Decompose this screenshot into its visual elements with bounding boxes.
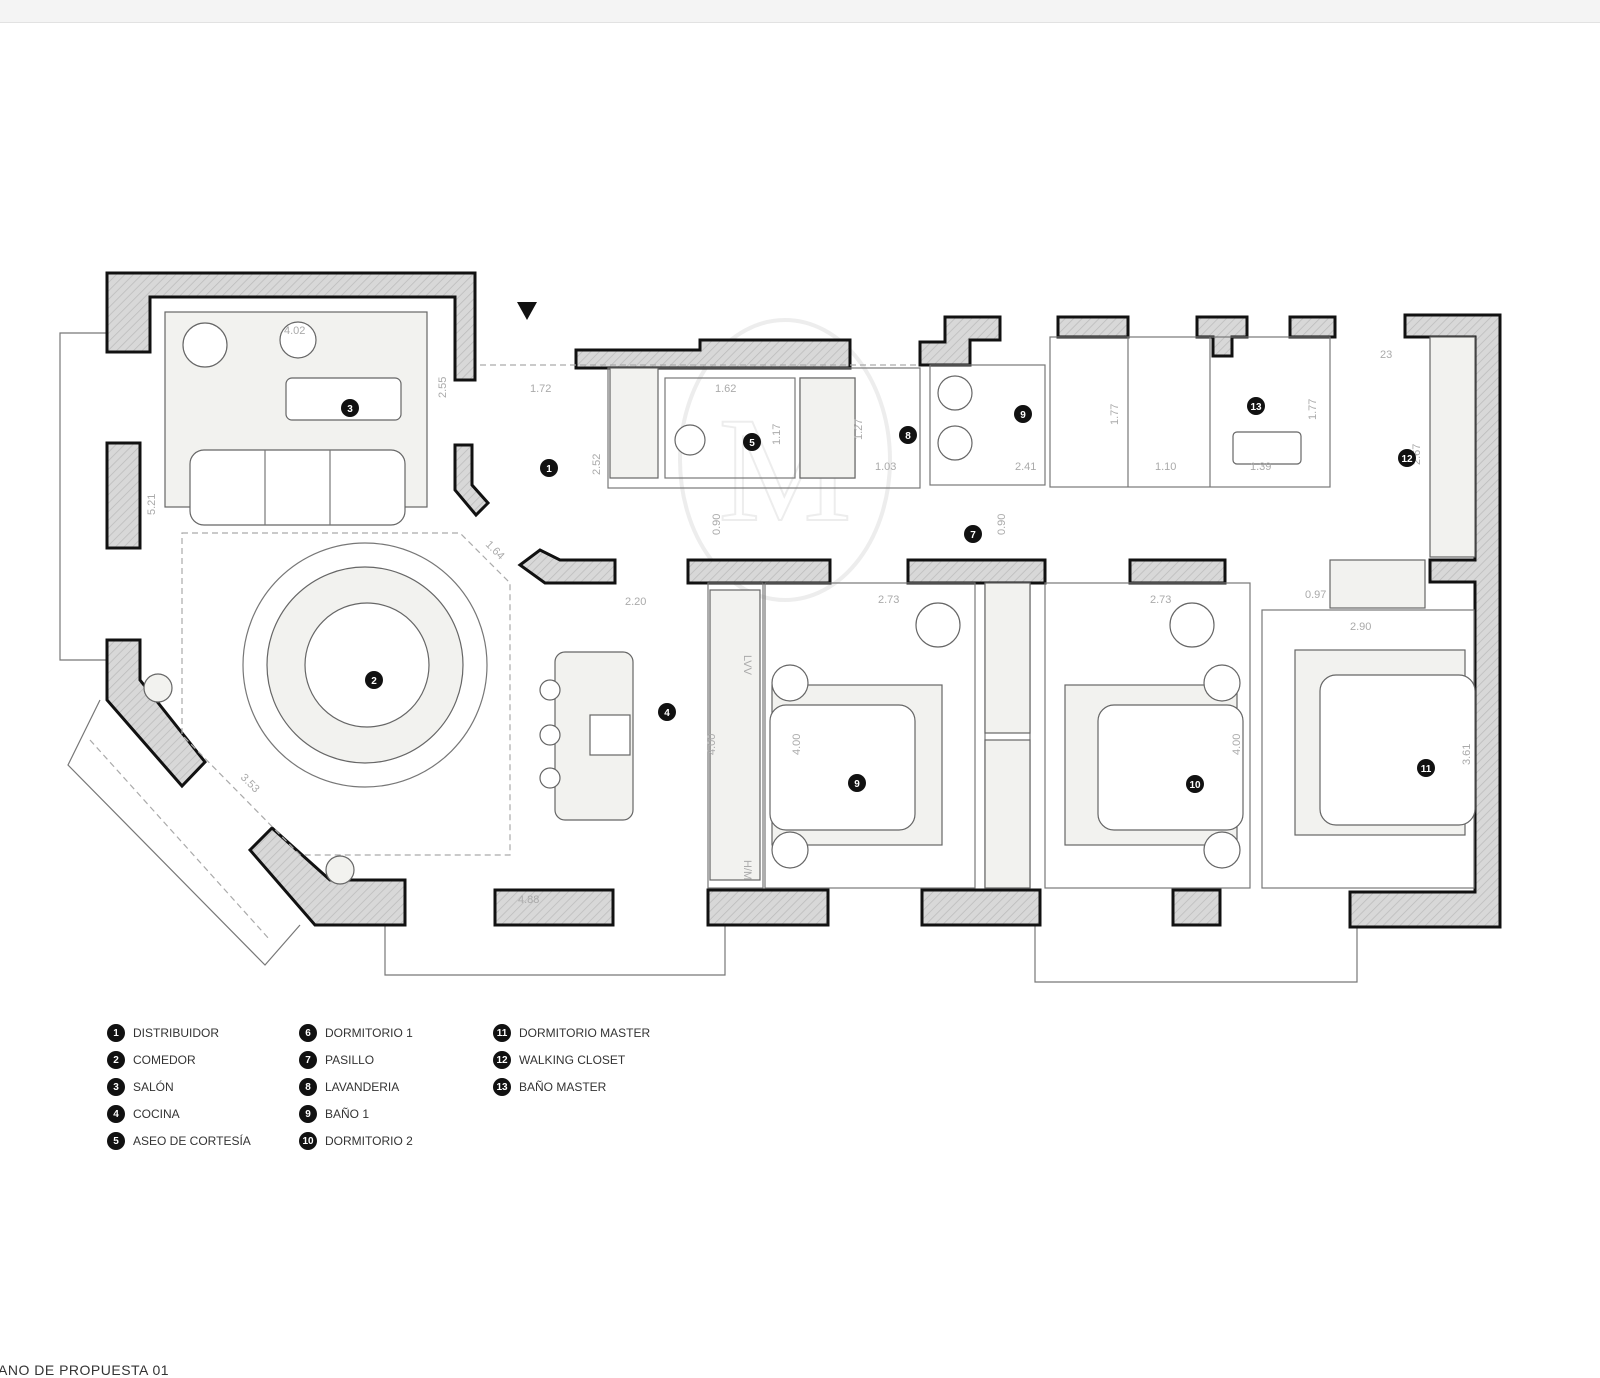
svg-text:2.73: 2.73 xyxy=(878,594,899,606)
svg-text:8: 8 xyxy=(905,431,911,442)
svg-text:7: 7 xyxy=(970,530,976,541)
svg-text:13: 13 xyxy=(1250,402,1262,413)
svg-text:4.88: 4.88 xyxy=(518,894,539,906)
svg-text:3: 3 xyxy=(347,404,353,415)
svg-text:9: 9 xyxy=(1020,410,1026,421)
room-marker-salon: 3 xyxy=(341,399,359,417)
svg-text:LVV: LVV xyxy=(741,655,753,676)
svg-text:2.73: 2.73 xyxy=(1150,594,1171,606)
svg-text:2.52: 2.52 xyxy=(591,454,603,475)
svg-text:1.03: 1.03 xyxy=(875,461,896,473)
room-marker-bano1: 9 xyxy=(1014,405,1032,423)
svg-text:4.00: 4.00 xyxy=(1231,734,1243,755)
room-markers: 3 1 5 8 9 13 12 7 2 4 9 10 11 xyxy=(341,397,1435,793)
top-bar xyxy=(0,0,1600,23)
room-marker-aseo: 5 xyxy=(743,433,761,451)
svg-text:5.21: 5.21 xyxy=(146,494,158,515)
room-marker-distribuidor: 1 xyxy=(540,459,558,477)
entrance-arrow-icon xyxy=(517,302,537,320)
room-marker-pasillo: 7 xyxy=(964,525,982,543)
room-marker-walking-closet: 12 xyxy=(1398,449,1416,467)
svg-text:4: 4 xyxy=(664,708,670,719)
svg-text:12: 12 xyxy=(1401,454,1413,465)
svg-text:1.17: 1.17 xyxy=(771,424,783,445)
svg-text:2.20: 2.20 xyxy=(625,596,646,608)
room-marker-dormitorio-1: 9 xyxy=(848,774,866,792)
svg-text:3.61: 3.61 xyxy=(1461,744,1473,765)
svg-text:1: 1 xyxy=(546,464,552,475)
svg-text:11: 11 xyxy=(1421,764,1432,775)
svg-text:1.27: 1.27 xyxy=(853,419,865,440)
svg-text:1.39: 1.39 xyxy=(1250,461,1271,473)
walls xyxy=(105,271,1502,929)
plan-title: ANO DE PROPUESTA 01 xyxy=(0,1362,170,1378)
svg-text:2: 2 xyxy=(371,676,377,687)
svg-text:4.00: 4.00 xyxy=(706,734,718,755)
svg-text:2.55: 2.55 xyxy=(437,377,449,398)
svg-text:4.00: 4.00 xyxy=(791,734,803,755)
svg-text:1.10: 1.10 xyxy=(1155,461,1176,473)
svg-text:2.90: 2.90 xyxy=(1350,621,1371,633)
svg-text:0.90: 0.90 xyxy=(711,514,723,535)
svg-text:0.90: 0.90 xyxy=(996,514,1008,535)
room-marker-master: 11 xyxy=(1417,759,1435,777)
svg-text:1.77: 1.77 xyxy=(1307,399,1319,420)
furniture xyxy=(143,311,1476,889)
svg-text:23: 23 xyxy=(1380,349,1392,361)
svg-text:1.77: 1.77 xyxy=(1109,404,1121,425)
svg-text:4.02: 4.02 xyxy=(284,325,305,337)
room-marker-lavanderia: 8 xyxy=(899,426,917,444)
svg-text:1.72: 1.72 xyxy=(530,383,551,395)
svg-text:H/M: H/M xyxy=(741,860,753,880)
room-marker-cocina: 4 xyxy=(658,703,676,721)
svg-text:9: 9 xyxy=(854,779,860,790)
svg-text:10: 10 xyxy=(1189,780,1201,791)
room-marker-bano-master: 13 xyxy=(1247,397,1265,415)
svg-text:0.97: 0.97 xyxy=(1305,589,1326,601)
svg-text:5: 5 xyxy=(749,438,755,449)
svg-text:2.41: 2.41 xyxy=(1015,461,1036,473)
room-marker-dormitorio-2: 10 xyxy=(1186,775,1204,793)
svg-text:3.53: 3.53 xyxy=(238,772,262,796)
svg-text:1.62: 1.62 xyxy=(715,383,736,395)
room-marker-comedor: 2 xyxy=(365,671,383,689)
balconies xyxy=(59,332,1358,983)
